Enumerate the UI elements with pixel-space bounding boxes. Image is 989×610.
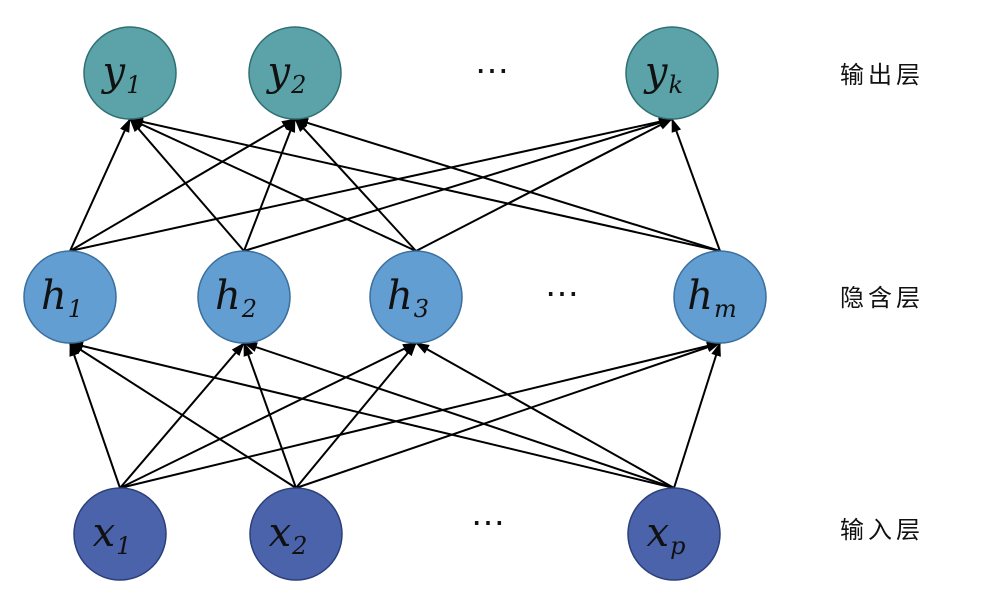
edge-x1-hm: [119, 341, 721, 489]
edge-hm-y1: [129, 116, 721, 252]
input-ellipsis: ⋯: [471, 503, 505, 543]
edge-xp-h2: [243, 342, 675, 489]
edge-xp-h3: [415, 342, 675, 489]
edge-x1-h1: [69, 342, 121, 489]
node-h3: h3: [369, 250, 463, 344]
node-h1: h1: [23, 250, 117, 344]
node-label-x1: x1: [93, 510, 132, 560]
node-circle-h2: [197, 250, 291, 344]
node-x2: x2: [249, 487, 343, 581]
node-label-h2: h2: [215, 273, 257, 323]
edge-hm-yk: [671, 118, 721, 252]
edge-h2-y1: [129, 118, 245, 252]
node-h2: h2: [197, 250, 291, 344]
node-circle-x1: [73, 487, 167, 581]
node-yk: yk: [625, 26, 719, 120]
connections-group: [69, 116, 721, 489]
node-circle-y1: [83, 26, 177, 120]
edge-h1-yk: [69, 116, 673, 252]
node-xp: xp: [627, 487, 721, 581]
node-label-h1: h1: [41, 273, 83, 323]
node-label-y2: y2: [266, 49, 307, 99]
edge-x1-h3: [119, 342, 417, 489]
node-circle-h3: [369, 250, 463, 344]
node-hm: hm: [673, 250, 767, 344]
node-label-x2: x2: [269, 510, 308, 560]
node-circle-x2: [249, 487, 343, 581]
node-label-h3: h3: [387, 273, 429, 323]
edge-xp-h1: [69, 341, 675, 489]
edge-h2-yk: [243, 118, 673, 252]
input-layer-label: 输入层: [840, 516, 924, 544]
node-label-hm: hm: [687, 273, 737, 323]
node-circle-xp: [627, 487, 721, 581]
edge-h3-y1: [129, 118, 417, 252]
edge-x2-hm: [295, 342, 721, 489]
edge-x2-h3: [295, 342, 417, 489]
edge-hm-y2: [294, 118, 721, 252]
edge-h3-y2: [294, 118, 417, 252]
edge-xp-hm: [673, 342, 721, 489]
edge-h1-y2: [69, 118, 296, 252]
node-y1: y1: [83, 26, 177, 120]
hidden-ellipsis: ⋯: [545, 274, 579, 314]
node-circle-yk: [625, 26, 719, 120]
node-x1: x1: [73, 487, 167, 581]
node-label-yk: yk: [643, 49, 683, 99]
edge-x2-h1: [69, 342, 297, 489]
edge-h3-yk: [415, 118, 673, 252]
edge-h1-y1: [69, 118, 131, 252]
nodes-group: y1 y2 yk h1 h2 h3 hm x1 x2 xp: [23, 26, 767, 581]
node-circle-h1: [23, 250, 117, 344]
output-layer-label: 输出层: [840, 61, 924, 89]
node-circle-y2: [248, 26, 342, 120]
edge-x2-h2: [243, 342, 297, 489]
output-ellipsis: ⋯: [475, 51, 509, 91]
node-circle-hm: [673, 250, 767, 344]
hidden-layer-label: 隐含层: [840, 284, 924, 312]
node-y2: y2: [248, 26, 342, 120]
node-label-y1: y1: [101, 49, 142, 99]
node-label-xp: xp: [647, 510, 686, 560]
edge-h2-y2: [243, 118, 296, 252]
